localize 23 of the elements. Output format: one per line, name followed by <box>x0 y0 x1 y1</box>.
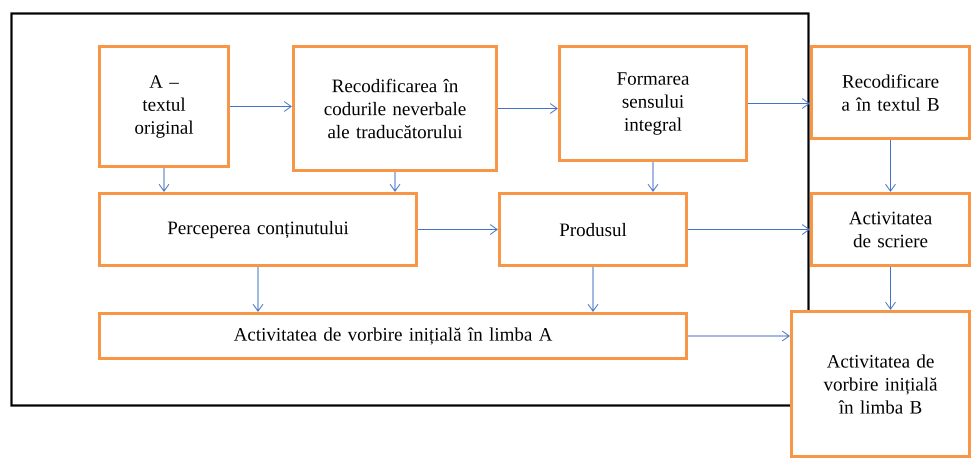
arrow <box>418 224 498 235</box>
arrow <box>158 168 170 192</box>
arrow <box>885 140 896 192</box>
arrow <box>390 172 400 192</box>
arrow <box>498 103 558 114</box>
arrow <box>252 266 264 312</box>
process-box: Perceperea conținutului <box>98 192 418 267</box>
process-box: Recodificare a în textul B <box>810 45 971 140</box>
arrow <box>688 224 810 235</box>
arrow <box>588 266 598 312</box>
arrow <box>230 101 292 112</box>
arrow <box>748 98 810 109</box>
process-box: Activitatea de vorbire inițială în limba A <box>98 312 688 360</box>
arrow <box>648 162 658 192</box>
arrow <box>688 330 790 342</box>
process-box: Formarea sensului integral <box>558 45 748 162</box>
process-box: Activitatea de scriere <box>810 192 971 267</box>
process-box: Recodificarea în codurile neverbale ale traducătorului <box>292 45 498 172</box>
process-box: A – textul original <box>98 45 230 168</box>
frame <box>10 12 810 407</box>
process-box: Produsul <box>498 192 688 267</box>
arrow <box>885 266 896 310</box>
process-box: Activitatea de vorbire inițială în limba B <box>790 310 971 458</box>
